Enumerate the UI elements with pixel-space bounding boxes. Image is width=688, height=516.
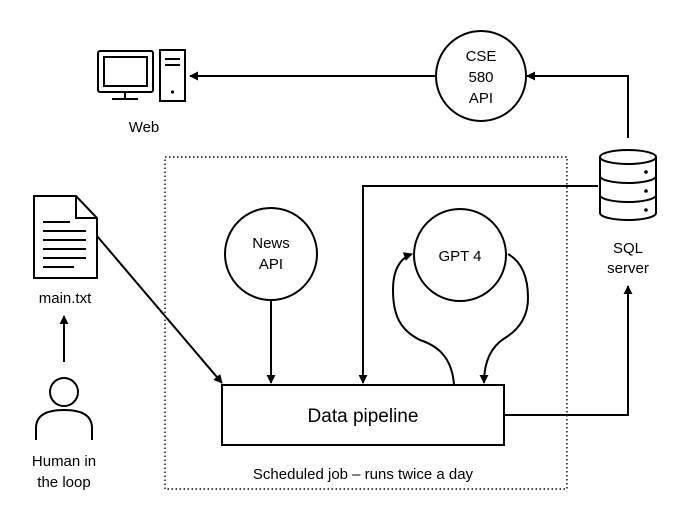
sql-server-line-1: SQL	[613, 240, 643, 257]
human-line-1: Human in	[32, 453, 96, 470]
arrow-main-txt-to-pipeline	[96, 235, 223, 384]
database-icon	[599, 149, 657, 221]
main-txt-label: main.txt	[39, 290, 92, 307]
news-api-line-2: API	[259, 256, 283, 273]
gpt4-label: GPT 4	[438, 248, 481, 265]
news-api-node	[224, 207, 318, 301]
arrow-gpt4-to-pipeline	[479, 253, 530, 384]
arrow-sql-to-cse-api	[526, 71, 629, 138]
arrow-pipeline-to-gpt4	[391, 252, 455, 386]
data-pipeline-label: Data pipeline	[308, 406, 419, 427]
document-icon	[33, 195, 98, 279]
scheduled-job-group	[164, 156, 568, 490]
web-label: Web	[129, 119, 160, 136]
arrow-pipeline-to-sql	[505, 285, 633, 416]
human-line-2: the loop	[37, 474, 90, 491]
cse-api-line-2: 580	[468, 69, 493, 86]
desktop-computer-icon	[97, 49, 186, 102]
news-api-line-1: News	[252, 235, 290, 252]
sql-server-line-2: server	[607, 260, 649, 277]
person-icon	[35, 377, 93, 440]
cse-api-line-1: CSE	[466, 48, 497, 65]
cse-api-line-3: API	[469, 90, 493, 107]
gpt4-node	[413, 208, 507, 302]
data-pipeline-box	[221, 384, 505, 446]
scheduled-job-caption: Scheduled job – runs twice a day	[253, 466, 474, 483]
arrow-sql-to-pipeline	[358, 185, 598, 384]
